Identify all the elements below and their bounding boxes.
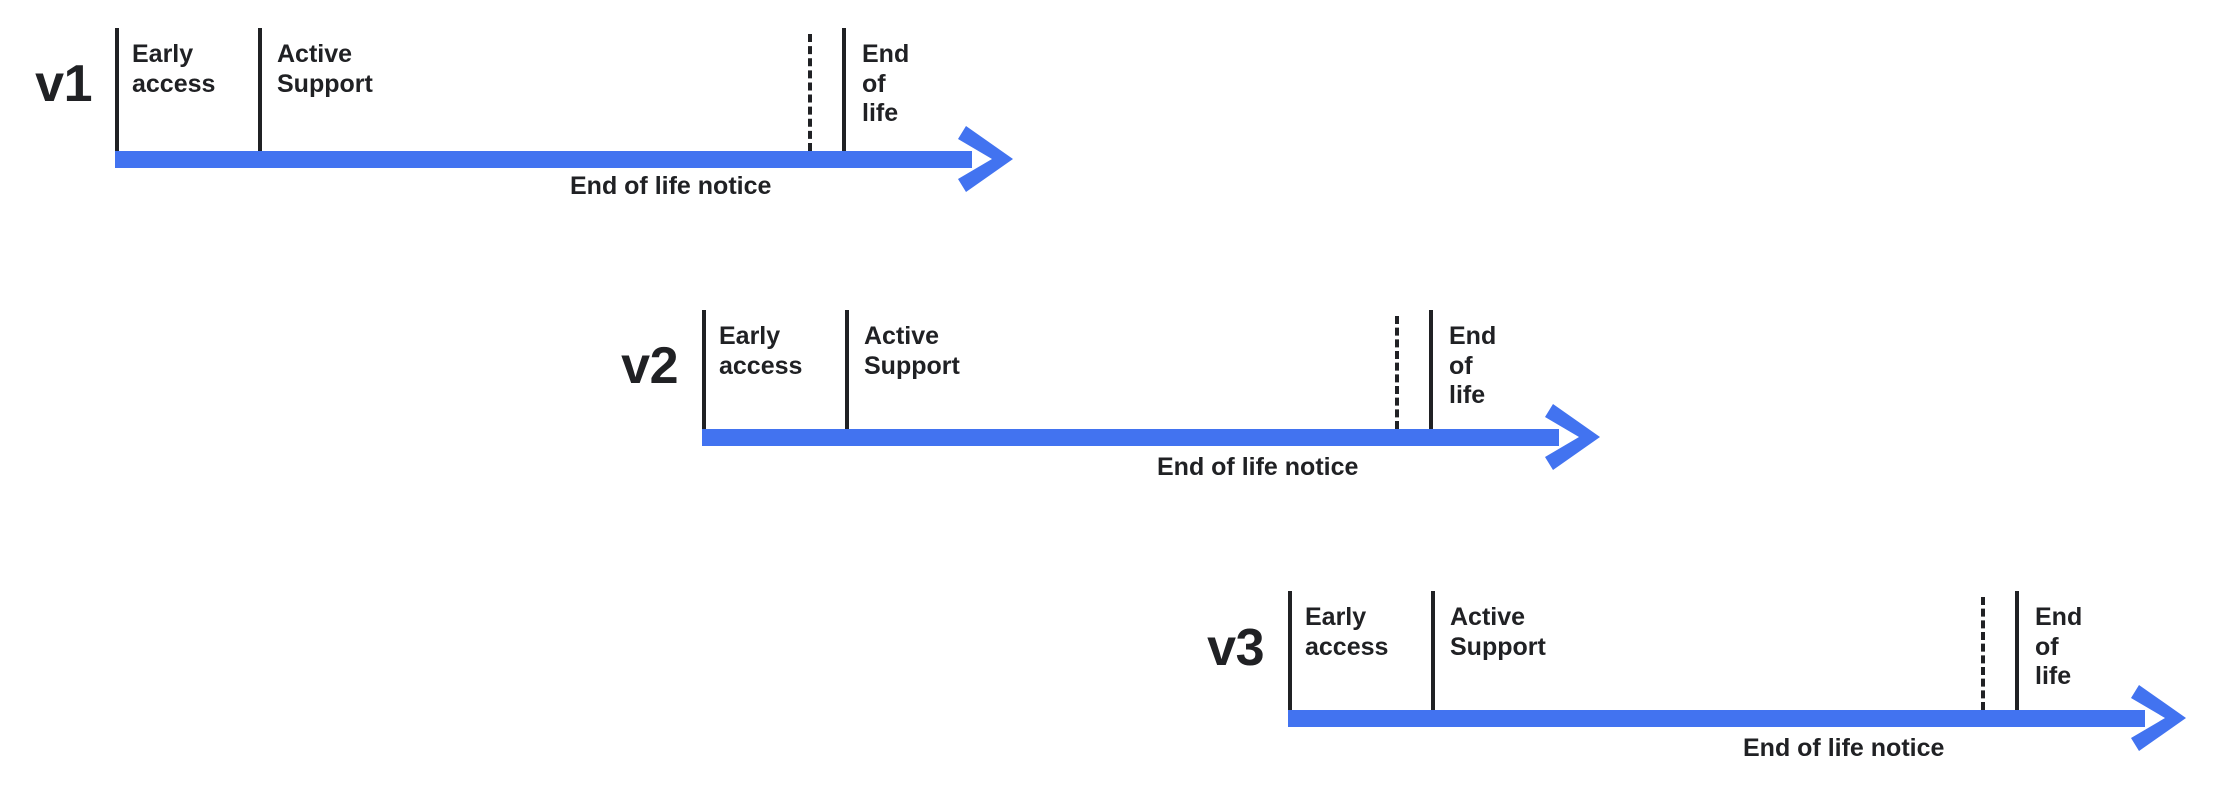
timeline-bar-v3 (1288, 710, 2145, 727)
version-label-v3: v3 (1207, 619, 1264, 677)
phase-label-v2-2: End of life (1449, 322, 1497, 409)
phase-divider-solid-v1-0 (115, 28, 119, 151)
arrow-right-icon-v1 (958, 126, 1013, 192)
phase-divider-solid-v3-1 (1431, 591, 1435, 710)
phase-label-v3-1: Active Support (1450, 603, 1546, 661)
arrow-right-icon-v3 (2131, 685, 2186, 751)
phase-label-v3-2: End of life (2035, 603, 2083, 690)
phase-label-v3-0: Early access (1305, 603, 1389, 661)
end-of-life-notice-label-v1: End of life notice (570, 172, 772, 200)
phase-label-v2-1: Active Support (864, 322, 960, 380)
phase-divider-solid-v1-3 (842, 28, 846, 151)
version-label-v2: v2 (621, 337, 678, 395)
timeline-bar-v1 (115, 151, 972, 168)
version-label-v1: v1 (35, 55, 92, 113)
phase-divider-solid-v2-3 (1429, 310, 1433, 429)
phase-divider-solid-v3-0 (1288, 591, 1292, 710)
phase-divider-dashed-v3-2 (1981, 597, 1985, 710)
phase-label-v1-1: Active Support (277, 40, 373, 98)
phase-label-v1-0: Early access (132, 40, 216, 98)
end-of-life-notice-label-v3: End of life notice (1743, 734, 1945, 762)
phase-divider-dashed-v1-2 (808, 34, 812, 151)
phase-divider-solid-v2-0 (702, 310, 706, 429)
end-of-life-notice-label-v2: End of life notice (1157, 453, 1359, 481)
phase-divider-solid-v3-3 (2015, 591, 2019, 710)
phase-label-v1-2: End of life (862, 40, 910, 127)
phase-divider-dashed-v2-2 (1395, 316, 1399, 429)
phase-divider-solid-v1-1 (258, 28, 262, 151)
phase-label-v2-0: Early access (719, 322, 803, 380)
timeline-bar-v2 (702, 429, 1559, 446)
arrow-right-icon-v2 (1545, 404, 1600, 470)
phase-divider-solid-v2-1 (845, 310, 849, 429)
